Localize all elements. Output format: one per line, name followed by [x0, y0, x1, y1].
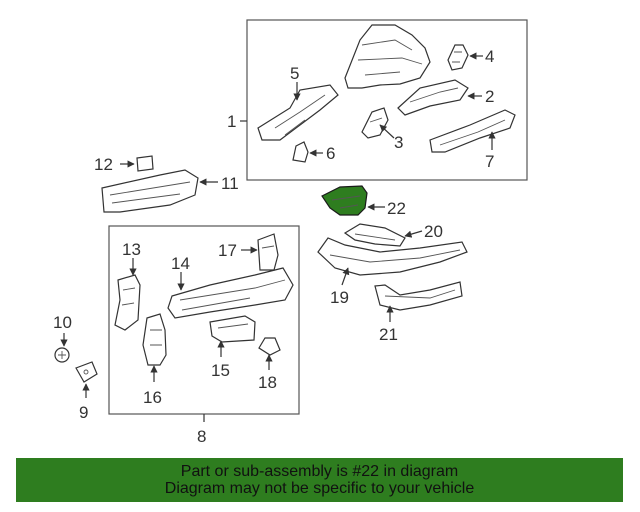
part-7[interactable] [429, 109, 516, 153]
part-12[interactable] [136, 155, 154, 172]
part-10[interactable] [54, 347, 70, 363]
callout-18[interactable]: 18 [258, 373, 277, 392]
part-17[interactable] [257, 233, 279, 271]
part-11[interactable] [101, 169, 199, 213]
callout-17[interactable]: 17 [218, 241, 237, 260]
part-14[interactable] [167, 267, 294, 319]
callout-4[interactable]: 4 [485, 47, 494, 66]
fitment-banner: Part or sub-assembly is #22 in diagram D… [16, 458, 623, 502]
part-15[interactable] [209, 315, 256, 343]
callout-22[interactable]: 22 [387, 199, 406, 218]
callout-19[interactable]: 19 [330, 288, 349, 307]
callout-6[interactable]: 6 [326, 144, 335, 163]
part-6[interactable] [292, 141, 309, 163]
callout-11[interactable]: 11 [221, 174, 239, 193]
part-9[interactable] [75, 361, 98, 383]
part-16[interactable] [142, 313, 167, 366]
callout-15[interactable]: 15 [211, 361, 230, 380]
callout-16[interactable]: 16 [143, 388, 162, 407]
callout-1[interactable]: 1 [227, 112, 236, 131]
part-13[interactable] [114, 274, 141, 331]
callout-13[interactable]: 13 [122, 240, 141, 259]
part-19[interactable] [317, 237, 468, 276]
callout-5[interactable]: 5 [290, 64, 299, 83]
part-21[interactable] [374, 281, 463, 311]
part-2[interactable] [397, 79, 469, 116]
callout-7[interactable]: 7 [485, 152, 494, 171]
callout-14[interactable]: 14 [171, 254, 190, 273]
part-20[interactable] [343, 223, 406, 247]
callout-12[interactable]: 12 [94, 155, 113, 174]
banner-line-1: Part or sub-assembly is #22 in diagram [180, 463, 459, 480]
banner-line-2: Diagram may not be specific to your vehi… [164, 480, 475, 497]
callout-20[interactable]: 20 [424, 222, 443, 241]
callout-3[interactable]: 3 [394, 133, 403, 152]
part-18[interactable] [258, 337, 281, 356]
callout-21[interactable]: 21 [379, 325, 398, 344]
callout-8[interactable]: 8 [197, 427, 206, 446]
parts-diagram: 1 4 5 2 3 7 6 1 [53, 19, 528, 446]
callout-10[interactable]: 10 [53, 313, 72, 332]
part-4[interactable] [447, 44, 469, 71]
part-22-highlighted[interactable] [321, 185, 368, 216]
part-apron-upper[interactable] [344, 24, 431, 89]
callout-2[interactable]: 2 [485, 87, 494, 106]
callout-9[interactable]: 9 [79, 403, 88, 422]
